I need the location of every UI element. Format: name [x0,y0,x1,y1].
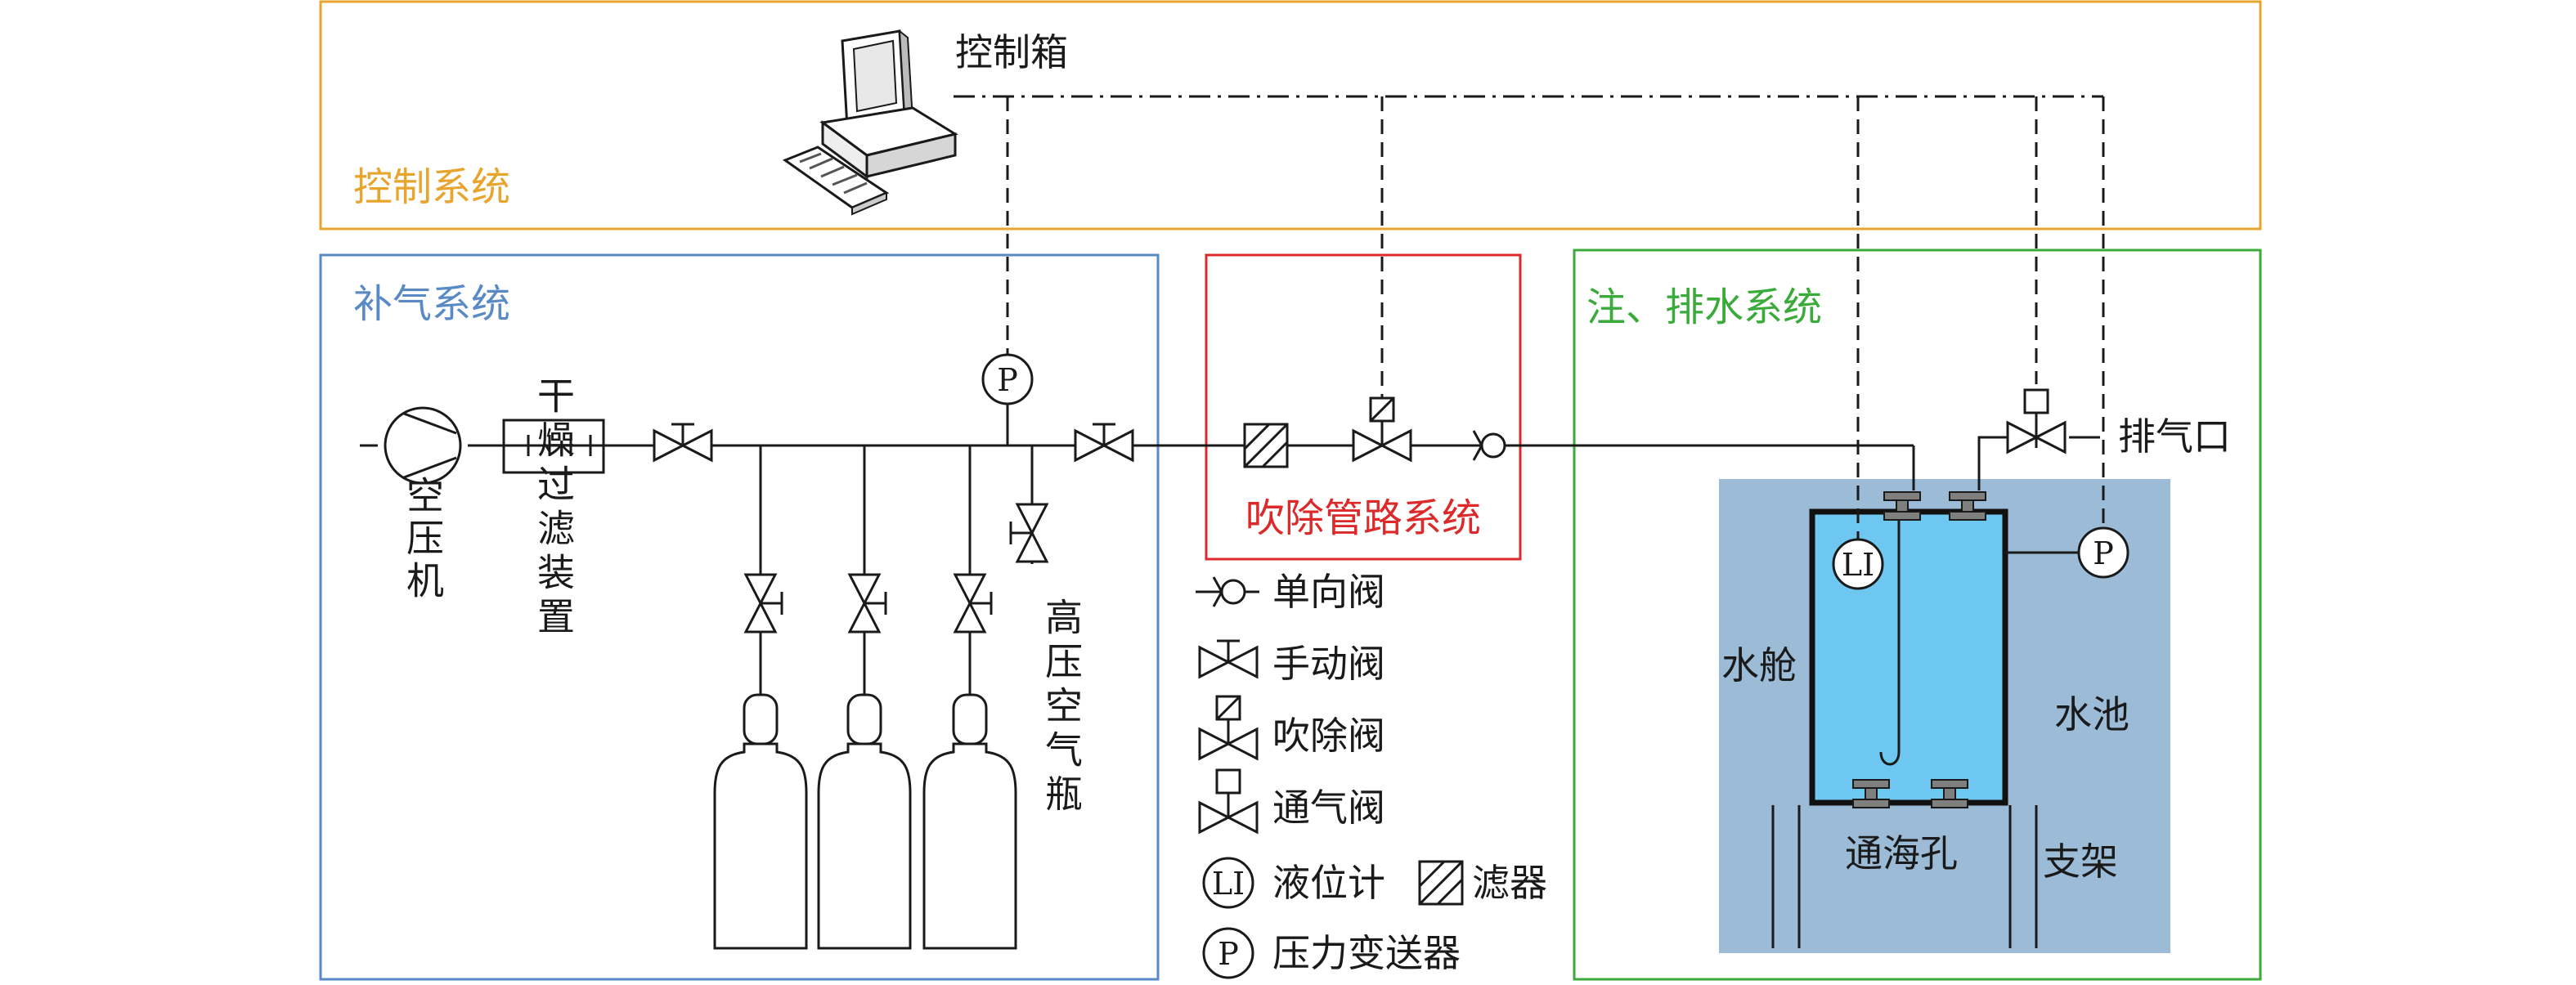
air-supply-system-box [319,253,1160,981]
blow-system-box [1205,253,1522,561]
compressor-icon [384,406,462,485]
support-label: 支架 [2043,839,2118,884]
pressure-transmitter-icon: P [2077,526,2129,579]
legend-vent-valve: 通气阀 [1198,768,1385,834]
computer-icon [782,29,958,216]
manual-valve-icon [653,423,713,462]
pool-label: 水池 [2054,692,2129,737]
svg-text:P: P [2093,535,2114,571]
air-supply-system-title: 补气系统 [353,281,510,327]
svg-text:滤器: 滤器 [1472,861,1547,905]
svg-text:P: P [997,362,1018,398]
water-system-title: 注、排水系统 [1586,284,1822,330]
svg-text:P: P [1218,936,1239,972]
filter-icon [1418,860,1464,906]
svg-text:通气阀: 通气阀 [1272,786,1385,830]
svg-text:吹除阀: 吹除阀 [1272,714,1385,758]
sea-hole-label: 通海孔 [1845,831,1958,875]
legend-pressure-transmitter: P 压力变送器 [1202,927,1461,979]
filter-icon [1243,423,1289,468]
svg-text:液位计: 液位计 [1272,861,1385,905]
blow-system-title: 吹除管路系统 [1245,495,1481,541]
support-posts [1771,805,2038,948]
drain-valve-icon [1009,503,1048,563]
svg-text:LI: LI [1842,547,1874,583]
vent-valve-icon [1198,768,1259,834]
pressure-transmitter-icon: P [981,353,1034,405]
manual-valve-icon [744,573,783,634]
manual-valve-icon [1074,423,1134,462]
gas-bottle-icon [713,693,808,950]
legend-check-valve: 单向阀 [1196,570,1385,614]
gas-bottle-icon [922,693,1017,950]
blow-valve-icon [1352,396,1412,462]
manual-valve-icon [954,573,993,634]
blow-valve-icon [1198,695,1259,760]
legend-filter: 滤器 [1418,860,1547,906]
level-probe [1879,512,1901,766]
gas-bottle-icon [817,693,912,950]
legend: 单向阀 手动阀 吹除阀 通气阀 LI 液位计 滤器 [1196,570,1547,979]
signal-lines [954,95,2105,540]
level-gauge-icon: LI [1832,538,1884,590]
legend-level-gauge: LI 液位计 [1202,857,1385,909]
control-box-label: 控制箱 [955,30,1068,74]
compressor-label: 空压机 [401,476,445,603]
svg-text:压力变送器: 压力变送器 [1272,931,1461,975]
manual-valve-icon [848,573,887,634]
legend-blow-valve: 吹除阀 [1198,695,1385,760]
hp-bottles-label: 高压空气瓶 [1039,598,1084,818]
bottle-valves [744,573,993,634]
legend-manual-valve: 手动阀 [1198,639,1385,686]
vent-port-label: 排气口 [2118,414,2231,459]
manual-valve-icon [1198,639,1259,678]
svg-text:LI: LI [1212,866,1245,902]
control-system-box [319,0,2262,231]
dryer-filter-icon [502,419,605,474]
cabin-label: 水舱 [1721,643,1797,687]
control-system-title: 控制系统 [353,164,510,210]
dryer-filter-label: 干燥过滤装置 [532,376,576,641]
water-system-box [1573,248,2262,981]
svg-text:单向阀: 单向阀 [1272,570,1385,614]
svg-text:手动阀: 手动阀 [1272,642,1385,686]
